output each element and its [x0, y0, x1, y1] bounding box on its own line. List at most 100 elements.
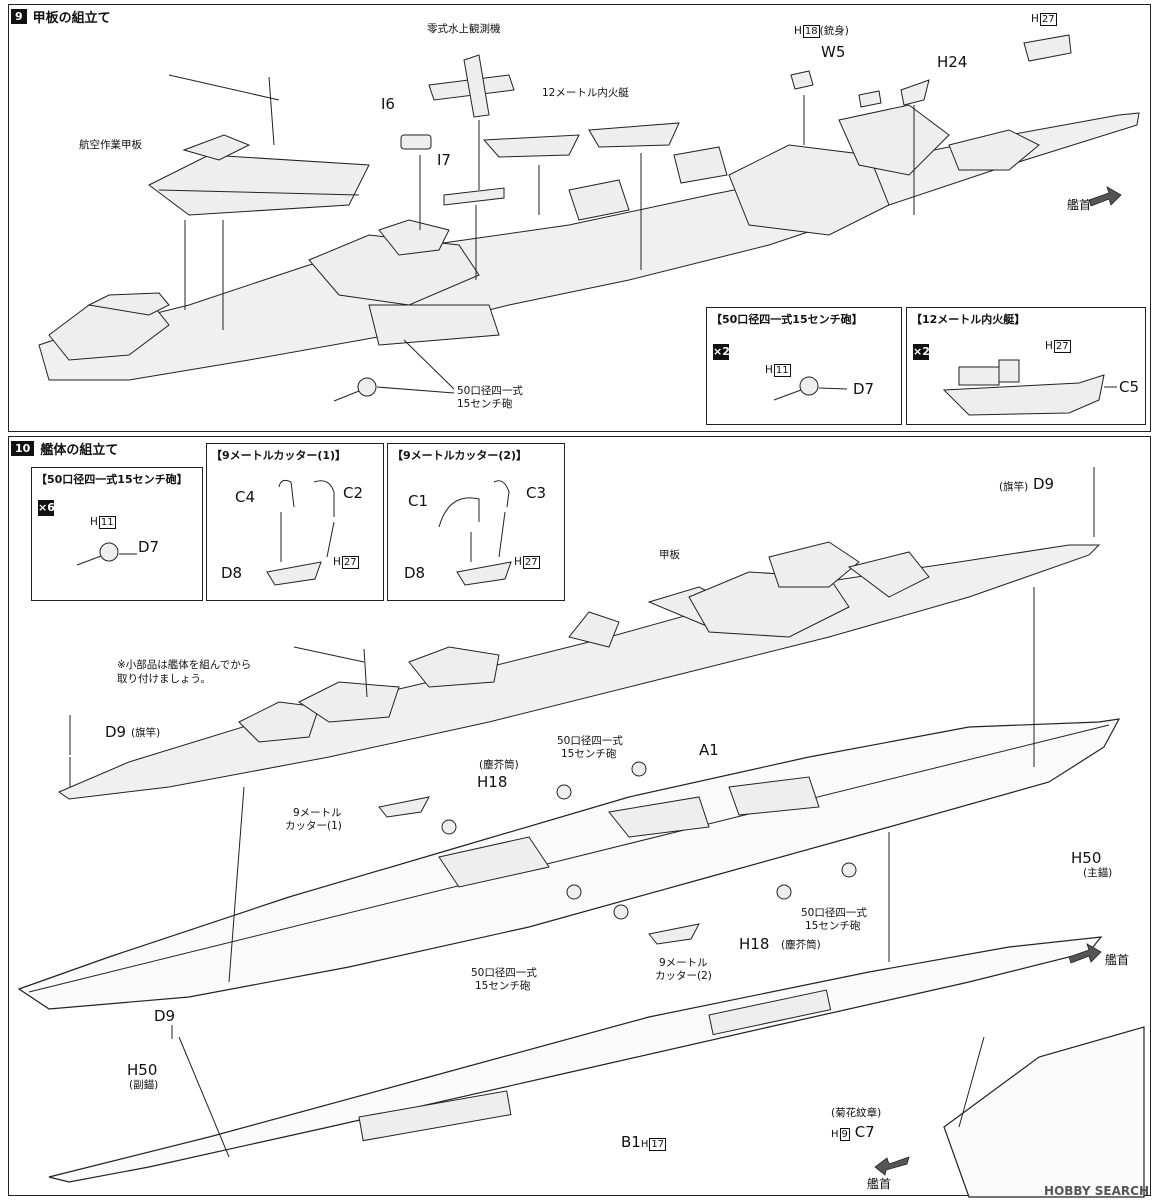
h18-right-label: H18 — [739, 935, 770, 953]
flagpole-left-part: D9 — [105, 723, 127, 741]
h18-left-label: H18 — [477, 773, 508, 791]
step-9-number: 9 — [11, 9, 27, 24]
bow-bottom-label: 艦首 — [867, 1177, 892, 1191]
cutter2-c1-label: C1 — [408, 492, 429, 510]
boat-h-prefix: H — [1045, 340, 1053, 352]
gun-quantity-badge-10: ×6 — [38, 500, 55, 516]
cutter2-subassembly-title: 【9メートルカッター(2)】 — [392, 449, 528, 462]
watermark: HOBBY SEARCH — [1044, 1184, 1149, 1198]
gun-bottom-line1: 50口径四一式 — [471, 967, 537, 979]
step-10-number: 10 — [11, 441, 35, 456]
step-9-header: 9 甲板の組立て — [11, 7, 111, 26]
gun-label-line1: 50口径四一式 — [457, 385, 523, 397]
h50-left-label: H50 — [127, 1061, 158, 1079]
h27-part-number: 27 — [1039, 13, 1057, 26]
gun-h-number: 11 — [773, 364, 791, 377]
step-9-illustration — [38, 34, 1140, 416]
cutter1-line2: カッター(1) — [285, 820, 342, 832]
cutter1-h-prefix: H — [333, 556, 341, 568]
step-10-illustration — [17, 467, 1145, 1198]
boat-h-number: 27 — [1053, 340, 1071, 353]
gun-right-line2: 15センチ砲 — [805, 920, 861, 932]
cutter2-h-number: 27 — [522, 556, 540, 569]
aviation-deck-label: 航空作業甲板 — [79, 139, 142, 151]
gun-h-prefix-10: H — [90, 516, 98, 528]
cutter1-d8-label: D8 — [221, 564, 243, 582]
b1-part: B1 — [621, 1133, 641, 1151]
h18-note: (銃身) — [819, 25, 849, 37]
flagpole-top-part: D9 — [1033, 475, 1055, 493]
gun-top-line1: 50口径四一式 — [557, 735, 623, 747]
step-10-title: 艦体の組立て — [40, 443, 119, 458]
note-line1: ※小部品は艦体を組んでから — [117, 659, 252, 671]
cutter2-d8-label: D8 — [404, 564, 426, 582]
flagpole-top-note: (旗竿) — [999, 481, 1029, 493]
cutter2-c3-label: C3 — [526, 484, 547, 502]
boat-c5-label: C5 — [1119, 378, 1140, 396]
h24-label: H24 — [937, 53, 968, 71]
h18-part-number: 18 — [802, 25, 820, 38]
boat-subassembly-title: 【12メートル内火艇】 — [911, 313, 1026, 326]
w5-label: W5 — [821, 43, 846, 61]
cutter2-line1: 9メートル — [659, 957, 708, 969]
gun-top-line2: 15センチ砲 — [561, 748, 617, 760]
boat-quantity-badge: ×2 — [913, 344, 930, 360]
step-9-title: 甲板の組立て — [32, 11, 111, 26]
deck-label: 甲板 — [659, 549, 680, 561]
seaplane-label: 零式水上観測機 — [427, 23, 501, 35]
c7-part: C7 — [854, 1123, 875, 1141]
h50-left-note: (副錨) — [129, 1079, 159, 1091]
gun-h-prefix: H — [765, 364, 773, 376]
i6-label: I6 — [381, 95, 395, 113]
cutter1-c4-label: C4 — [235, 488, 256, 506]
cutter1-h-number: 27 — [341, 556, 359, 569]
c7-h-prefix: H — [831, 1129, 839, 1140]
gun-h-number-10: 11 — [98, 516, 116, 529]
b1-h-prefix: H — [640, 1139, 649, 1150]
gun-label-line2: 15センチ砲 — [457, 398, 513, 410]
flagpole-left-note: (旗竿) — [131, 727, 161, 739]
gun-subassembly-title: 【50口径四一式15センチ砲】 — [711, 313, 863, 326]
gun-d7-label: D7 — [853, 380, 875, 398]
gun-d7-label-10: D7 — [138, 538, 160, 556]
boat12-label: 12メートル内火艇 — [542, 87, 629, 99]
h18-part-prefix: H — [794, 25, 802, 37]
step-10-header: 10 艦体の組立て — [11, 439, 118, 458]
bow-right-label: 艦首 — [1105, 953, 1130, 967]
h18-left-note: (塵芥筒) — [479, 759, 519, 771]
gun-subassembly-title-10: 【50口径四一式15センチ砲】 — [36, 473, 188, 486]
bow-label: 艦首 — [1067, 198, 1092, 212]
h50-right-note: (主錨) — [1083, 867, 1113, 879]
d9-hull-label: D9 — [154, 1007, 176, 1025]
step-9-panel: 9 甲板の組立て — [8, 4, 1151, 432]
cutter1-subassembly-title: 【9メートルカッター(1)】 — [211, 449, 347, 462]
a1-label: A1 — [699, 741, 719, 759]
h27-part-prefix: H — [1031, 13, 1039, 25]
cutter2-line2: カッター(2) — [655, 970, 712, 982]
b1-h-number: 17 — [649, 1138, 667, 1151]
gun-bottom-line2: 15センチ砲 — [475, 980, 531, 992]
c7-h-number: 9 — [839, 1128, 850, 1141]
h18-right-note: (塵芥筒) — [781, 939, 821, 951]
chrysanthemum-label: (菊花紋章) — [831, 1107, 882, 1119]
step-10-panel: 10 艦体の組立て — [8, 436, 1151, 1198]
cutter1-c2-label: C2 — [343, 484, 364, 502]
gun-right-line1: 50口径四一式 — [801, 907, 867, 919]
cutter2-h-prefix: H — [514, 556, 522, 568]
cutter1-line1: 9メートル — [293, 807, 342, 819]
note-line2: 取り付けましょう。 — [117, 673, 211, 685]
